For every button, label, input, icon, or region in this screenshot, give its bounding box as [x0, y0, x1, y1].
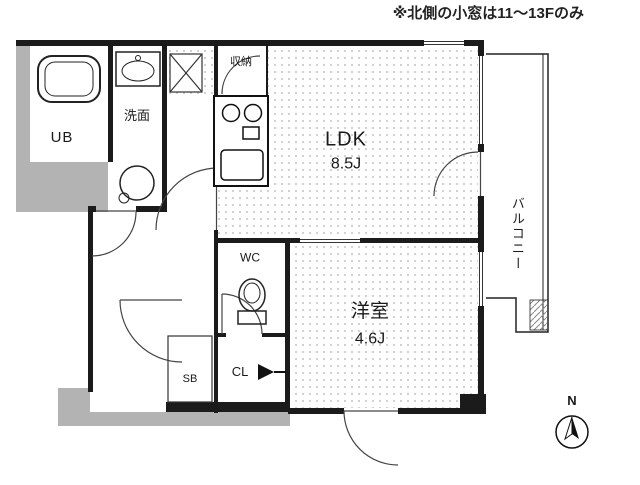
washing-machine-icon	[118, 165, 155, 204]
stove-icon	[221, 103, 263, 140]
hall-door-arc	[119, 299, 183, 363]
north-small-window-icon	[424, 41, 464, 45]
entrance-door-arc	[343, 410, 399, 466]
bathtub-icon	[37, 55, 101, 103]
room-size-bedroom: 4.6J	[354, 330, 386, 348]
room-label-ldk: LDK	[325, 128, 367, 151]
windows	[300, 41, 483, 306]
toilet-icon	[237, 278, 267, 325]
gray-walls	[16, 46, 290, 426]
room-label-balcony: バルコニー	[509, 196, 525, 272]
room-label-storage: 収納	[230, 56, 252, 69]
balcony-outline	[486, 53, 549, 333]
kitchen-sink-icon	[220, 149, 264, 181]
pipe-space-icon	[169, 53, 203, 93]
closet-door-symbol	[258, 364, 286, 380]
note-north-windows: ※北側の小窓は11〜13Fのみ	[392, 5, 584, 22]
room-label-wc: WC	[240, 250, 260, 265]
room-size-ldk: 8.5J	[330, 155, 362, 173]
room-label-closet: CL	[231, 364, 249, 380]
room-label-washroom: 洗面	[123, 108, 151, 124]
bedroom-window-icon	[479, 252, 483, 306]
wc-door-arc	[221, 293, 263, 335]
sliding-door-icon	[300, 239, 360, 243]
ldk-window-icon	[479, 56, 483, 144]
washbasin-icon	[115, 51, 161, 87]
shoebox-outline	[167, 335, 213, 403]
floor-dots	[167, 46, 478, 408]
kitchen-counter-icon	[213, 95, 269, 187]
room-label-shoebox: SB	[182, 373, 198, 386]
compass-north-label: N	[567, 393, 577, 409]
washroom-door-arc	[91, 210, 137, 257]
storage-door-arc	[221, 55, 261, 95]
room-label-unit-bath: UB	[50, 129, 74, 147]
door-arcs	[91, 55, 482, 466]
room-label-bedroom: 洋室	[350, 301, 390, 323]
north-compass-icon	[555, 415, 589, 449]
balcony-door-arc	[433, 151, 482, 197]
walls	[16, 40, 486, 414]
